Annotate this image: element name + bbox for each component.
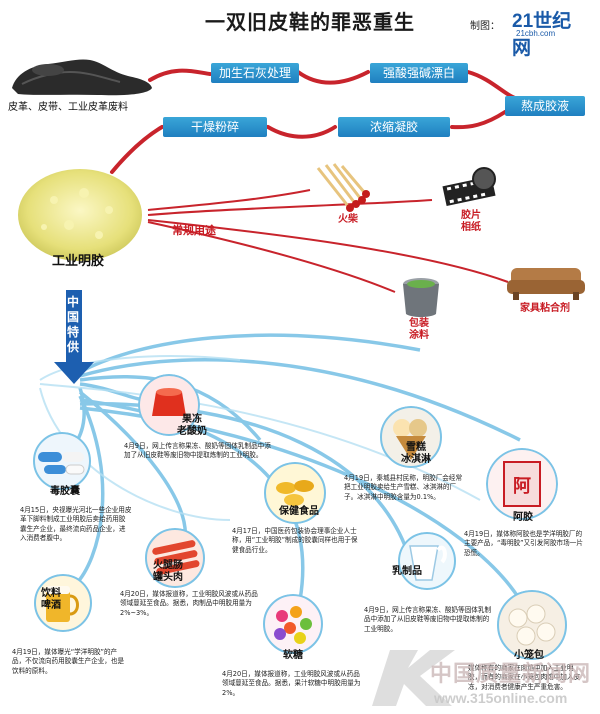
use-matches-label: 火柴 <box>338 214 358 225</box>
milk-icon <box>398 532 456 590</box>
item-ejiao-label: 阿胶 <box>513 512 533 523</box>
leather-shoe-icon <box>12 59 152 96</box>
page-title: 一双旧皮鞋的罪恶重生 <box>205 10 415 34</box>
item-sausage-label-2: 罐头肉 <box>153 572 183 583</box>
step-acid-alkali-bleach: 强酸强碱漂白 <box>370 63 468 83</box>
special-supply-label: 中国特供 <box>66 295 79 354</box>
logo-main-text: 21世纪网 <box>512 11 572 59</box>
use-furniture-label: 家具粘合剂 <box>520 303 570 314</box>
item-ice-cream-label: 雪糕 冰淇淋 <box>398 442 434 466</box>
sausage-icon <box>145 528 205 588</box>
use-packaging-label-1: 包装 <box>409 318 429 329</box>
item-beer-label-1: 饮料 <box>41 588 61 599</box>
item-dairy-label: 乳制品 <box>392 566 422 577</box>
dumpling-icon <box>497 590 567 660</box>
item-candy-label: 软糖 <box>283 650 303 661</box>
item-dairy-desc: 4月9日，网上传言称果冻、酸奶等固体乳制品中添加了从旧皮鞋等废旧物中提取炼制的工… <box>364 606 492 633</box>
item-ice-cream-label-2: 冰淇淋 <box>401 454 431 465</box>
use-packaging-label: 包装 涂料 <box>404 318 434 342</box>
item-dumpling-label: 小笼包 <box>514 650 544 661</box>
item-dumpling-desc: 媒体称有的商家在肉馅中加入工业明胶，而有的商家在小笼包肉馅中加入皮冻，对消费者健… <box>468 664 581 691</box>
item-ice-cream-label-1: 雪糕 <box>406 442 426 453</box>
sofa-icon <box>507 268 585 300</box>
item-health-food-label: 保健食品 <box>279 506 319 517</box>
svg-text:阿: 阿 <box>513 476 531 497</box>
item-jelly-label-2: 老酸奶 <box>177 426 207 437</box>
candy-icon <box>263 594 323 654</box>
normal-use-label: 常规用途 <box>172 224 216 237</box>
capsule-icon <box>33 432 91 490</box>
fish-oil-capsule-icon <box>264 462 326 524</box>
logo-sub-text: 21cbh.com <box>516 29 556 38</box>
item-jelly-label: 果冻 老酸奶 <box>172 414 212 438</box>
paint-bucket-icon <box>403 278 439 317</box>
step-lime-treatment: 加生石灰处理 <box>211 63 299 83</box>
source-label: 皮革、皮带、工业皮革废料 <box>8 102 128 113</box>
item-capsule-label: 毒胶囊 <box>50 486 80 497</box>
use-film-label: 胶片 相纸 <box>458 210 484 234</box>
jelly-icon <box>138 374 200 436</box>
item-sausage-label: 火腿肠 罐头肉 <box>150 560 186 584</box>
item-sausage-label-1: 火腿肠 <box>153 560 183 571</box>
step-dry-crush: 干燥粉碎 <box>163 117 267 137</box>
beer-icon <box>34 574 92 632</box>
item-beer-label-2: 啤酒 <box>41 600 61 611</box>
ice-cream-icon <box>380 406 442 468</box>
site-logo: 21世纪网 21cbh.com <box>512 6 582 59</box>
item-candy-desc: 4月20日，媒体报道称，工业明胶风波或从药品领域蔓延至食品。据悉，果汁软糖中明胶… <box>222 670 361 697</box>
film-reel-icon <box>442 167 496 206</box>
use-film-label-1: 胶片 <box>461 210 481 221</box>
item-jelly-label-1: 果冻 <box>182 414 202 425</box>
step-concentrate-gel: 浓缩凝胶 <box>338 117 450 137</box>
item-jelly-desc: 4月9日，网上传言称果冻、酸奶等固体乳制品中添加了从旧皮鞋等废旧物中提取炼制的工… <box>124 442 271 460</box>
use-film-label-2: 相纸 <box>461 222 481 233</box>
item-sausage-desc: 4月20日，媒体报道称，工业明胶风波或从药品领域蔓延至食品。据悉，肉制品中明胶用… <box>120 590 258 617</box>
ejiao-box-icon: 阿 <box>486 448 558 520</box>
watermark-text: 中国质量新闻网 <box>430 661 592 687</box>
item-beer-label: 饮料 啤酒 <box>36 588 66 612</box>
gelatin-powder-icon <box>18 169 142 261</box>
product-label: 工业明胶 <box>52 254 105 269</box>
step-boil-glue: 熬成胶液 <box>505 96 585 116</box>
item-capsule-desc: 4月15日，央视曝光河北一些企业用皮革下脚料制成工业明胶后卖给药用胶囊生产企业，… <box>20 506 132 542</box>
item-health-food-desc: 4月17日，中国医药包装协会理事企业人士称，用“工业明胶”制成的胶囊同样也用于保… <box>232 527 358 554</box>
credit-label: 制图： <box>470 21 500 32</box>
use-packaging-label-2: 涂料 <box>409 330 429 341</box>
item-ice-cream-desc: 4月19日，秦城县村民称，明胶厂会经常把工业明胶卖给生产雪糕、冰淇淋的厂子。冰淇… <box>344 474 463 501</box>
matches-icon <box>316 163 370 212</box>
item-beer-desc: 4月19日，媒体曝光“学洋明胶”的产品，不仅流向药用胶囊生产企业，也是饮料的原料… <box>12 648 125 675</box>
watermark-url: www.315online.com <box>434 690 568 706</box>
item-ejiao-desc: 4月19日，媒体称阿胶也是学洋明胶厂的主要产品，“毒明胶”又引发阿胶市场一片恐慌… <box>464 530 583 557</box>
